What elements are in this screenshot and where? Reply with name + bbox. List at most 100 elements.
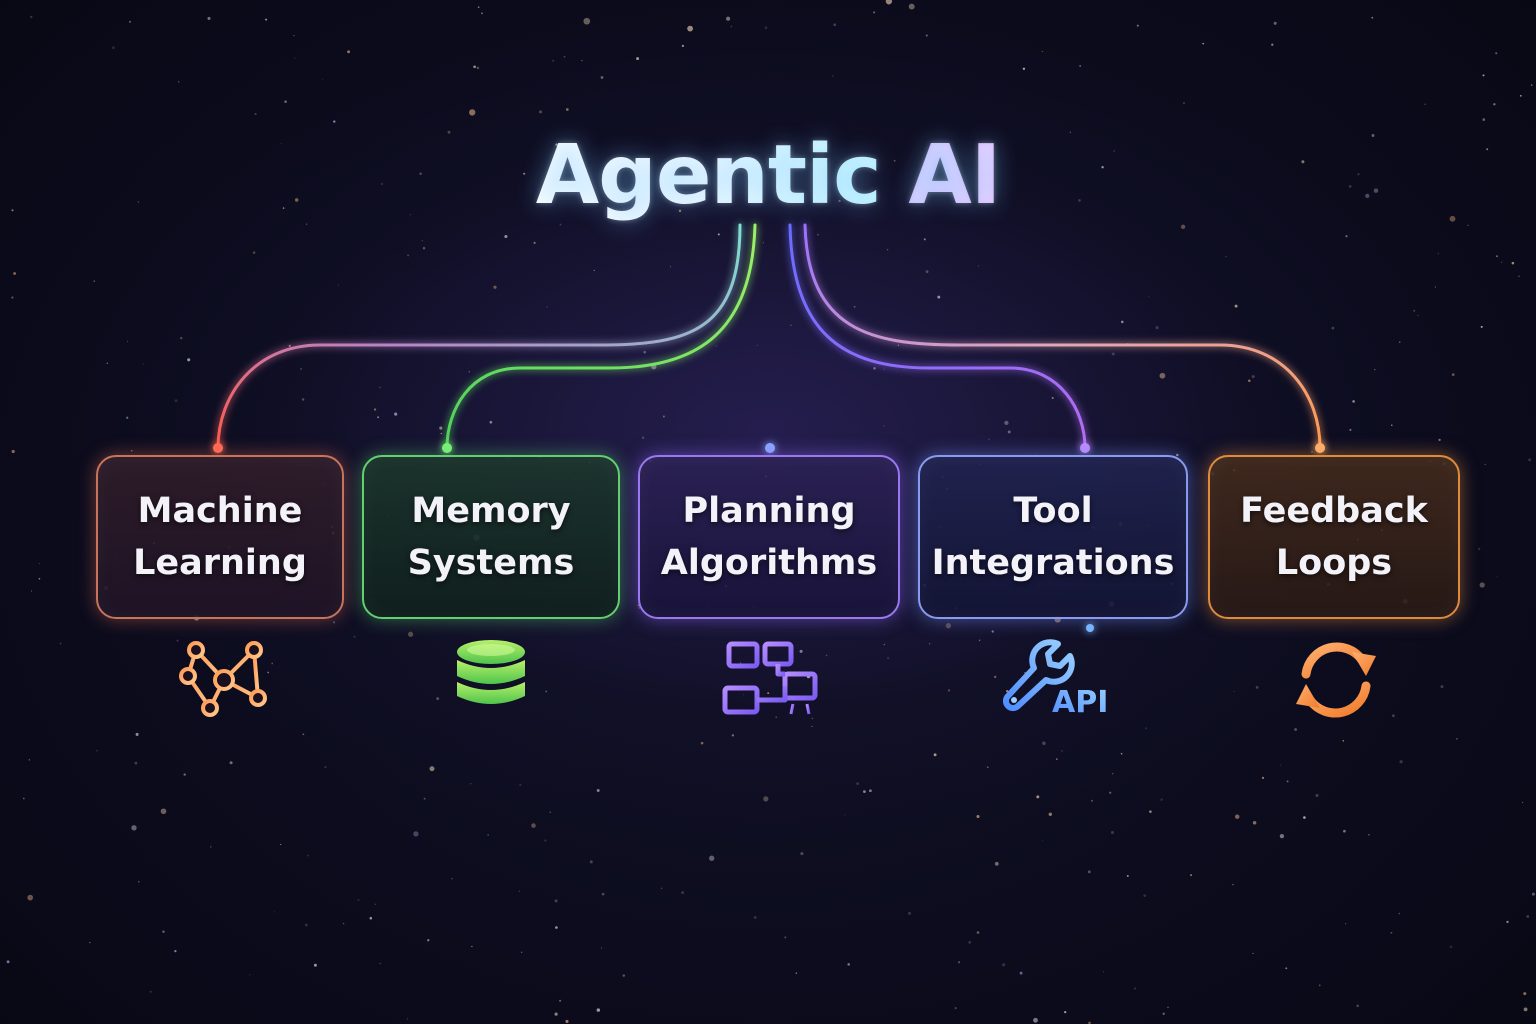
star	[554, 899, 558, 903]
star	[93, 280, 95, 282]
star	[533, 241, 536, 244]
refresh-loop-icon	[1286, 630, 1386, 730]
connector-machine-learning	[216, 223, 742, 450]
star	[1530, 84, 1533, 86]
flowchart-icon	[719, 630, 819, 730]
star	[968, 941, 972, 944]
star	[1398, 912, 1400, 915]
star	[1120, 752, 1123, 755]
star	[306, 854, 309, 857]
star	[1391, 424, 1393, 427]
star	[1392, 714, 1395, 718]
star	[369, 916, 373, 920]
star	[142, 363, 144, 365]
star	[149, 990, 152, 993]
star	[717, 233, 720, 236]
star	[280, 843, 282, 846]
star	[565, 108, 569, 111]
star	[427, 939, 430, 942]
star	[844, 814, 846, 816]
star	[1121, 320, 1124, 324]
star	[833, 23, 836, 26]
star	[38, 563, 40, 565]
star	[988, 438, 990, 441]
star	[847, 963, 850, 966]
star	[523, 172, 526, 175]
star	[549, 811, 551, 813]
star	[986, 766, 989, 769]
star	[762, 242, 764, 244]
star	[1493, 103, 1496, 106]
star	[284, 100, 287, 103]
star	[1042, 741, 1046, 746]
star	[994, 861, 999, 866]
star	[1006, 689, 1009, 693]
star	[873, 11, 876, 14]
star	[1019, 971, 1023, 975]
star	[687, 25, 694, 32]
star	[641, 436, 645, 439]
star	[1183, 102, 1185, 104]
star	[546, 306, 549, 308]
star	[539, 110, 542, 114]
star	[1310, 450, 1314, 454]
star	[471, 945, 473, 948]
star	[207, 16, 211, 20]
star	[419, 172, 422, 176]
star	[976, 814, 980, 819]
star	[606, 180, 610, 184]
star	[811, 725, 813, 728]
star	[11, 449, 15, 454]
star	[273, 911, 276, 913]
star	[1484, 463, 1486, 465]
star	[731, 734, 735, 737]
star	[883, 368, 885, 370]
star	[700, 741, 704, 745]
connector-feedback-loops	[803, 223, 1322, 450]
star	[600, 947, 603, 949]
star	[476, 66, 480, 70]
star	[563, 55, 566, 58]
star	[1088, 1021, 1091, 1024]
star	[280, 143, 282, 145]
star	[1345, 923, 1347, 925]
star	[1234, 304, 1238, 308]
star	[1078, 199, 1081, 202]
star	[832, 75, 834, 77]
node-label: Machine Learning	[133, 491, 307, 583]
star	[1087, 870, 1091, 874]
star	[519, 783, 522, 786]
star	[379, 962, 381, 965]
star	[1002, 963, 1006, 967]
star	[636, 57, 640, 61]
star	[1500, 261, 1503, 264]
star	[730, 25, 733, 28]
star	[753, 915, 757, 919]
star	[883, 643, 886, 646]
star	[30, 590, 33, 592]
star	[596, 1008, 601, 1012]
star	[1133, 987, 1137, 990]
star	[304, 923, 308, 927]
star	[1202, 42, 1205, 45]
star	[1495, 52, 1498, 55]
star	[489, 420, 493, 424]
star	[493, 285, 497, 289]
star	[1233, 690, 1235, 692]
star	[1519, 94, 1522, 97]
star	[739, 662, 742, 664]
connector-dot-fb	[1315, 443, 1325, 453]
star	[1251, 375, 1255, 379]
star	[300, 368, 302, 370]
star	[421, 240, 423, 242]
star	[137, 880, 140, 883]
star	[1148, 296, 1150, 298]
star	[1007, 430, 1011, 434]
star	[1285, 967, 1288, 970]
star	[907, 911, 912, 915]
star	[856, 782, 859, 785]
star	[1523, 1007, 1528, 1012]
star	[1398, 341, 1401, 343]
star	[293, 35, 295, 37]
